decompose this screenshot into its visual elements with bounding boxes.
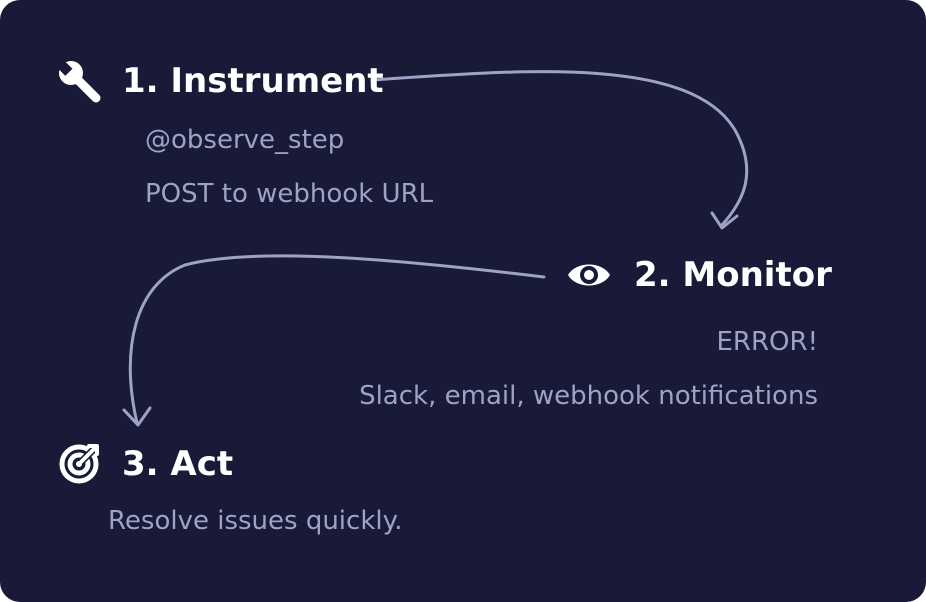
- step-monitor-heading: 2. Monitor: [566, 252, 832, 298]
- wrench-icon: [56, 58, 102, 104]
- arrowhead-act: [122, 406, 152, 427]
- arrowhead-monitor: [710, 211, 739, 230]
- step-instrument-heading: 1. Instrument: [56, 58, 384, 104]
- step-monitor-line-2: Slack, email, webhook notifications: [359, 381, 818, 411]
- arrow-monitor-to-act: [128, 254, 546, 425]
- step-instrument-line-2: POST to webhook URL: [145, 179, 434, 209]
- step-act-title: 3. Act: [122, 444, 234, 484]
- step-instrument-line-1: @observe_step: [145, 125, 345, 155]
- step-act-line-1: Resolve issues quickly.: [108, 506, 403, 536]
- arrow-instrument-to-monitor: [370, 70, 749, 227]
- target-icon: [56, 441, 102, 487]
- step-monitor-title: 2. Monitor: [634, 255, 832, 295]
- step-monitor-line-1: ERROR!: [716, 327, 818, 357]
- eye-icon: [566, 252, 612, 298]
- step-act-heading: 3. Act: [56, 441, 233, 487]
- step-instrument-title: 1. Instrument: [122, 61, 384, 101]
